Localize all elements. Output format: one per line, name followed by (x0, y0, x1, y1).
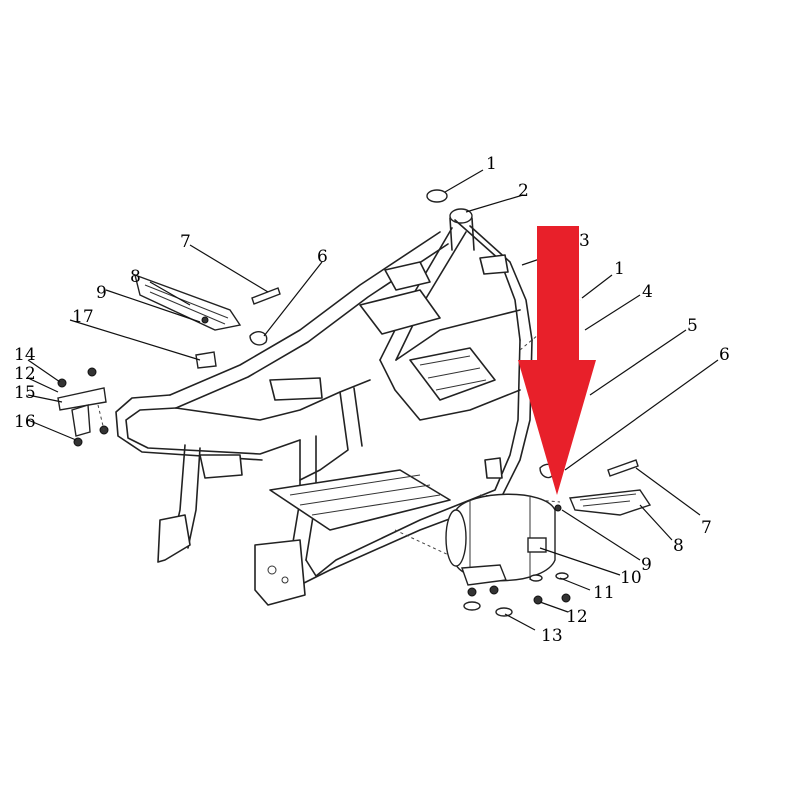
callout-6-right: 6 (719, 345, 730, 365)
callout-4: 4 (642, 282, 653, 302)
callout-12-right: 12 (566, 607, 588, 627)
callout-17: 17 (72, 307, 94, 327)
callout-14: 14 (14, 345, 36, 365)
callout-1-top: 1 (486, 154, 497, 174)
callout-2: 2 (518, 181, 529, 201)
callout-labels: 1 2 3 1 4 5 6 7 8 9 10 11 12 13 7 6 8 9 … (14, 154, 730, 646)
callout-6-left: 6 (317, 247, 328, 267)
callout-15: 15 (14, 383, 36, 403)
callout-8-right: 8 (673, 536, 684, 556)
callout-9-right: 9 (641, 555, 652, 575)
callout-5: 5 (687, 316, 698, 336)
callout-7-left: 7 (180, 232, 191, 252)
red-down-arrow (518, 226, 596, 495)
callout-12-left: 12 (14, 364, 36, 384)
callout-10: 10 (620, 568, 642, 588)
left-bracket-assembly (57, 367, 109, 447)
callout-16: 16 (14, 412, 36, 432)
tank-assembly (445, 493, 571, 617)
callout-3: 3 (579, 231, 590, 251)
callout-8-left: 8 (130, 267, 141, 287)
leader-lines (27, 169, 719, 631)
main-frame (115, 189, 581, 606)
callout-13: 13 (541, 626, 563, 646)
callout-11: 11 (593, 583, 615, 603)
callout-1-right: 1 (614, 259, 625, 279)
callout-7-right: 7 (701, 518, 712, 538)
callout-9-left: 9 (96, 283, 107, 303)
